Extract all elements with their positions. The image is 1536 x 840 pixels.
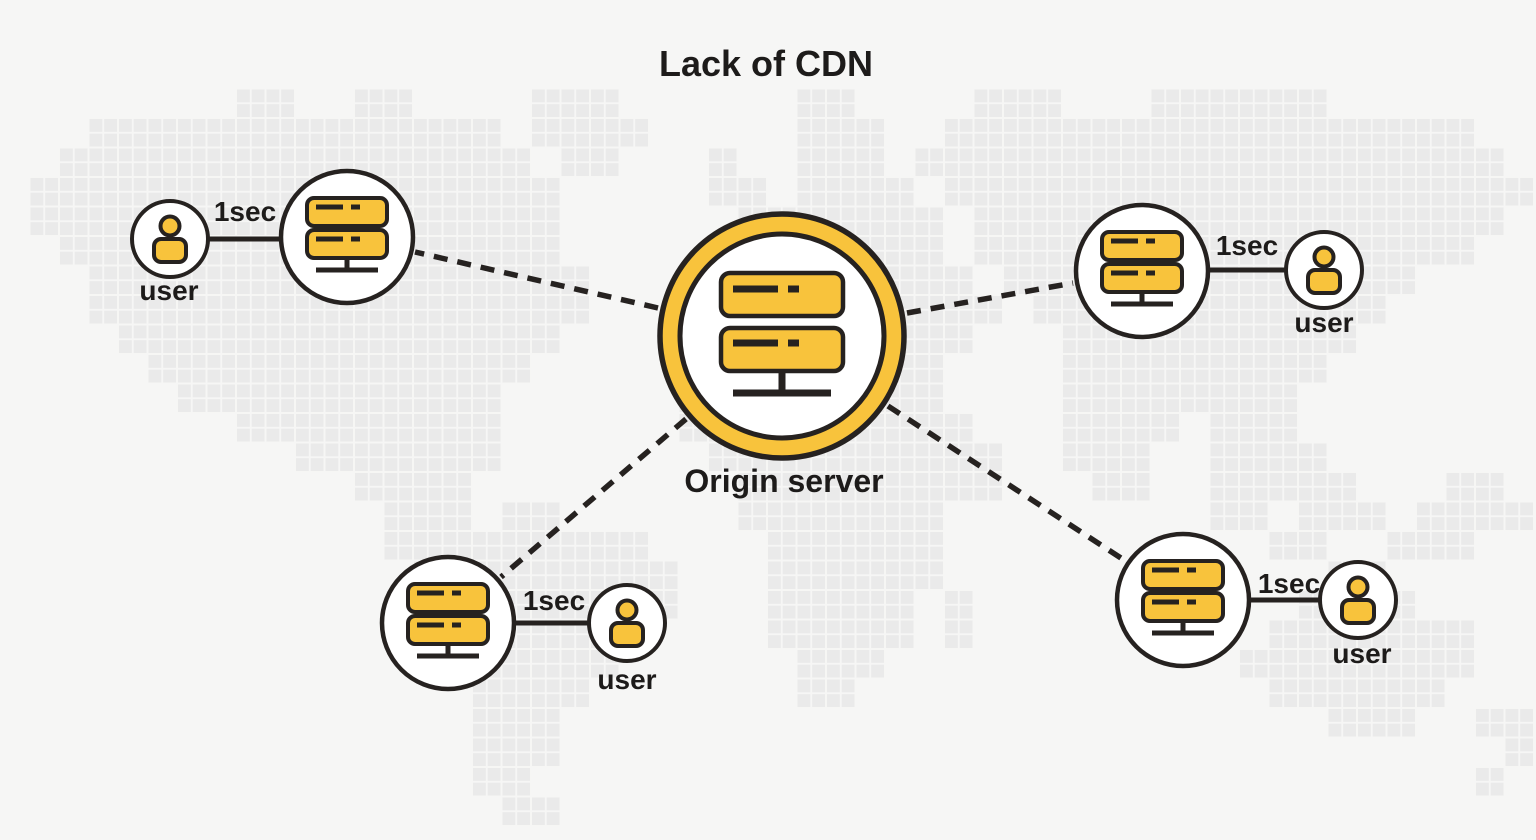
latency-label-bottom-right: 1sec (1257, 568, 1321, 599)
user-node-bottom-right (1318, 560, 1398, 640)
user-label-bottom-right: user (1332, 638, 1392, 669)
diagram-title: Lack of CDN (658, 43, 874, 84)
dashed-link-top-right (906, 280, 1074, 316)
user-node-top-left (130, 199, 210, 279)
server-node-top-left (278, 168, 416, 306)
user-node-bottom-left (587, 583, 667, 663)
origin-server-node (657, 211, 907, 461)
latency-label-top-left: 1sec (213, 196, 277, 227)
user-label-top-right: user (1294, 307, 1354, 338)
server-icon (408, 584, 488, 656)
user-label-bottom-left: user (597, 664, 657, 695)
origin-server-label: Origin server (684, 463, 884, 499)
server-node-top-right (1073, 202, 1211, 340)
latency-label-bottom-left: 1sec (522, 585, 586, 616)
user-label-top-left: user (139, 275, 199, 306)
latency-label-top-right: 1sec (1215, 230, 1279, 261)
server-icon (307, 198, 387, 270)
dashed-link-top-left (414, 249, 659, 311)
origin-links (414, 249, 1126, 580)
user-node-top-right (1284, 230, 1364, 310)
user-links (208, 236, 1320, 626)
server-node-bottom-left (379, 554, 517, 692)
server-icon (1143, 561, 1223, 633)
dashed-link-bottom-left (499, 416, 688, 580)
server-node-bottom-right (1114, 531, 1252, 669)
server-icon (1102, 232, 1182, 304)
